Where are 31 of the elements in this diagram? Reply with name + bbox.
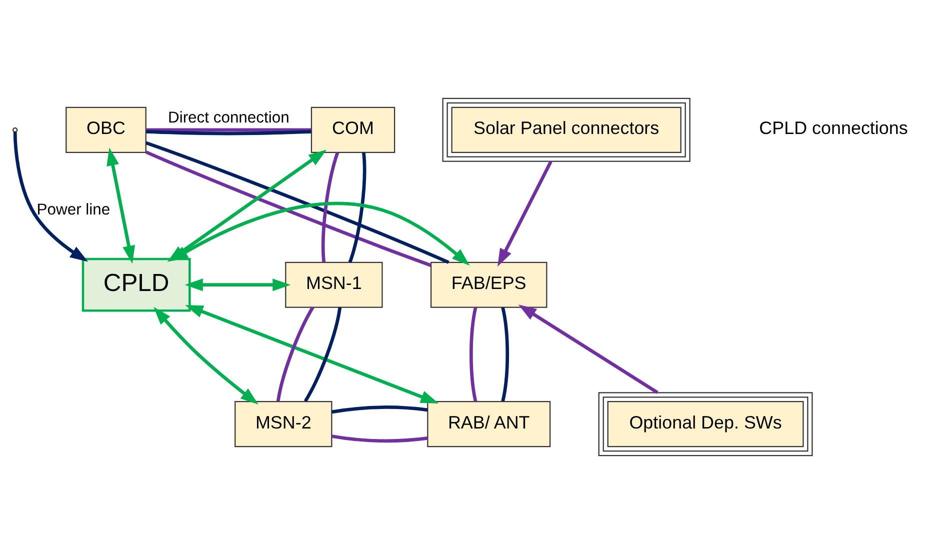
edge-label: Direct connection: [168, 109, 290, 126]
arrow: [498, 160, 552, 267]
connector: [332, 406, 428, 414]
arrow: [154, 306, 258, 405]
edge-label: Power line: [36, 201, 110, 218]
connector: [276, 306, 314, 402]
connector: [321, 152, 340, 262]
arrow: [106, 148, 136, 264]
arrow: [184, 278, 291, 292]
label: CPLD connections: [759, 118, 908, 138]
arrow: [170, 202, 470, 266]
connector: [501, 307, 510, 402]
node-box: RAB/ ANT: [427, 401, 551, 448]
connector: [348, 152, 366, 263]
node-box: Optional Dep. SWs: [598, 392, 813, 456]
node-box: FAB/EPS: [430, 262, 548, 308]
node-box: OBC: [66, 106, 146, 153]
arrow: [13, 132, 88, 262]
node-box: MSN-1: [285, 262, 383, 308]
connector: [146, 150, 432, 267]
node-box: MSN-2: [234, 401, 332, 448]
node-box: COM: [310, 106, 396, 153]
arrow: [518, 304, 658, 394]
node-box: Solar Panel connectors: [442, 98, 690, 162]
connector: [304, 307, 342, 402]
arrow: [185, 304, 439, 404]
node-box: CPLD: [82, 258, 191, 312]
connector: [146, 128, 312, 132]
connector: [332, 434, 428, 443]
connector: [146, 130, 312, 136]
connector: [470, 307, 478, 402]
